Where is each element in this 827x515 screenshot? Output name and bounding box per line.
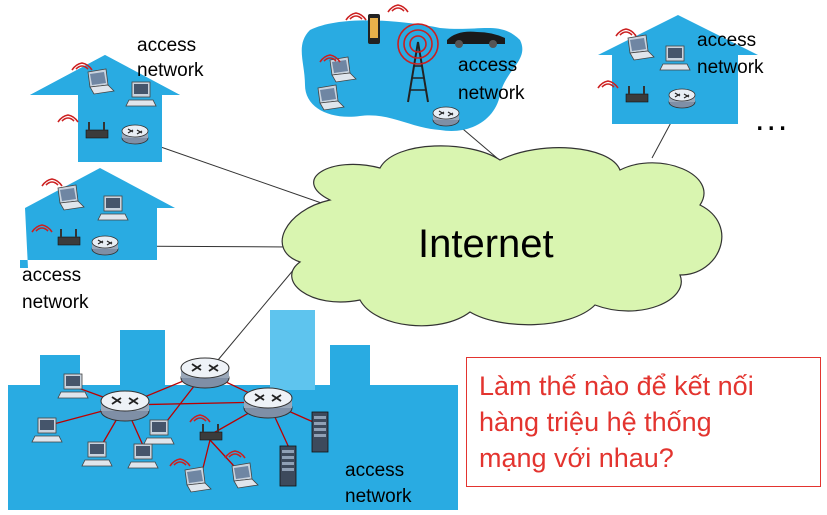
internet-label: Internet <box>418 222 554 266</box>
access-network-label: access <box>345 460 405 481</box>
router-icon <box>243 387 293 419</box>
router-icon <box>91 235 119 256</box>
router-icon <box>668 88 696 109</box>
car-icon <box>447 31 505 48</box>
question-callout: Làm thế nào để kết nối hàng triệu hệ thố… <box>466 357 821 487</box>
access-network-label: network <box>137 60 204 81</box>
server-icon <box>311 411 329 453</box>
wifi-icon <box>345 12 367 21</box>
home-network-mid-left <box>20 168 175 268</box>
access-network-label: network <box>697 57 764 78</box>
question-line: mạng với nhau? <box>479 443 674 473</box>
mobile-network-top-center <box>301 4 523 131</box>
access-network-label: network <box>22 292 89 313</box>
router-icon <box>121 124 149 145</box>
question-line: Làm thế nào để kết nối <box>479 371 754 401</box>
wifi-icon <box>57 114 79 123</box>
wifi-icon <box>41 178 63 187</box>
router-icon <box>180 357 230 389</box>
home-network-top-right <box>597 15 758 124</box>
cell-tower-icon <box>397 23 439 103</box>
server-icon <box>279 445 297 487</box>
access-network-label: access <box>458 55 518 76</box>
smartphone-icon <box>368 14 380 44</box>
question-line: hàng triệu hệ thống <box>479 407 712 437</box>
router-icon <box>100 390 150 422</box>
access-network-label: access <box>697 30 757 51</box>
access-network-label: network <box>458 83 525 104</box>
access-network-label: access <box>137 35 197 56</box>
access-network-label: network <box>345 486 412 507</box>
more-networks-ellipsis: ... <box>755 100 790 138</box>
access-network-label: access <box>22 265 82 286</box>
router-icon <box>432 106 460 127</box>
wifi-icon <box>387 4 409 13</box>
internet-cloud <box>281 145 723 327</box>
enterprise-network-bottom <box>8 310 458 510</box>
home-network-top-left <box>30 55 180 162</box>
wifi-icon <box>615 28 637 37</box>
